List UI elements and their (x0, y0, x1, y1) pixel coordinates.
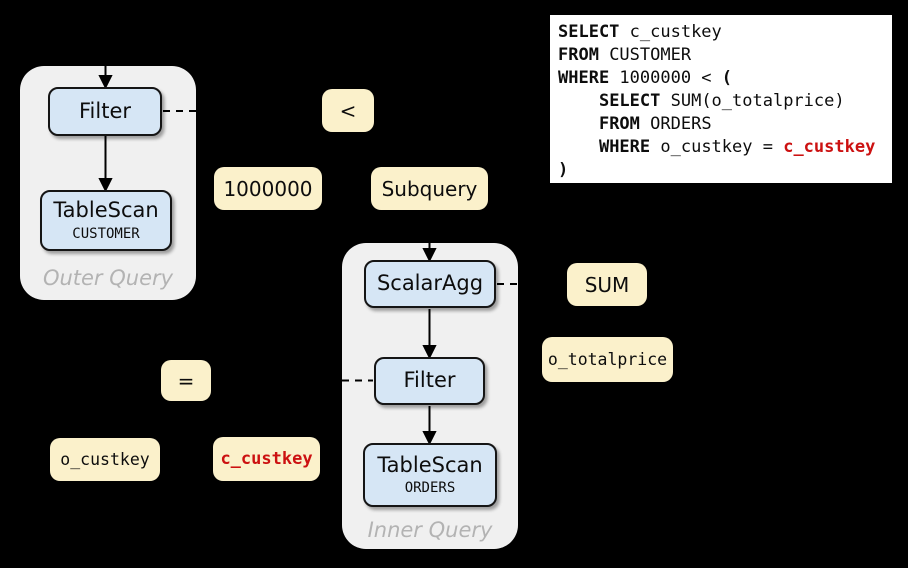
node-inner-filter-label: Filter (403, 368, 456, 393)
sql-text: c_custkey (619, 22, 722, 42)
sql-text: SUM(o_totalprice) (660, 91, 845, 111)
column-c-custkey-label: c_custkey (220, 449, 313, 469)
column-o-totalprice-label: o_totalprice (547, 350, 668, 369)
node-outer-filter-label: Filter (78, 98, 131, 123)
operator-subquery-label: Subquery (381, 176, 478, 201)
sql-line: WHERE o_custkey = c_custkey (558, 136, 886, 159)
sql-keyword: WHERE (598, 137, 651, 157)
column-c-custkey: c_custkey (213, 437, 320, 481)
column-o-custkey: o_custkey (50, 438, 160, 481)
sql-text: o_custkey = (650, 137, 784, 157)
sql-paren: ( (721, 68, 733, 88)
sql-keyword: WHERE (558, 68, 610, 88)
sql-paren: ) (558, 160, 569, 180)
sql-line: FROM ORDERS (558, 113, 886, 136)
constant-1000000: 1000000 (214, 167, 322, 210)
node-tablescan-orders: TableScan ORDERS (363, 443, 497, 507)
column-o-totalprice: o_totalprice (542, 337, 673, 382)
sql-indent (558, 137, 599, 157)
operator-less-than-label: < (339, 98, 357, 123)
operator-sum-label: SUM (584, 272, 630, 297)
sql-line: SELECT SUM(o_totalprice) (558, 90, 886, 113)
node-tablescan-orders-table: ORDERS (404, 480, 456, 497)
node-scalaragg: ScalarAgg (364, 260, 496, 308)
sql-line: WHERE 1000000 < ( (558, 67, 886, 90)
sql-indent (558, 91, 599, 111)
outer-query-group-label: Outer Query (42, 266, 174, 290)
node-tablescan-customer: TableScan CUSTOMER (40, 190, 172, 251)
node-tablescan-customer-table: CUSTOMER (72, 225, 140, 242)
node-scalaragg-label: ScalarAgg (376, 271, 484, 296)
constant-1000000-label: 1000000 (223, 176, 313, 201)
sql-line: FROM CUSTOMER (558, 44, 886, 67)
sql-line: ) (558, 159, 886, 182)
column-o-custkey-label: o_custkey (60, 450, 150, 469)
inner-query-group-label: Inner Query (367, 518, 493, 542)
sql-text: CUSTOMER (598, 45, 692, 65)
sql-line: SELECT c_custkey (558, 21, 886, 44)
operator-less-than: < (322, 89, 374, 132)
sql-indent (558, 114, 599, 134)
node-outer-filter: Filter (48, 87, 162, 136)
sql-text: 1000000 < (609, 68, 722, 88)
sql-text: ORDERS (639, 114, 712, 134)
node-tablescan-orders-label: TableScan (377, 452, 483, 477)
node-tablescan-customer-label: TableScan (53, 198, 159, 223)
operator-equals: = (161, 360, 211, 401)
operator-equals-label: = (177, 368, 195, 393)
sql-keyword: FROM (558, 45, 599, 65)
operator-sum: SUM (567, 263, 647, 306)
sql-panel: SELECT c_custkey FROM CUSTOMER WHERE 100… (548, 13, 894, 185)
sql-keyword: SELECT (558, 22, 620, 42)
node-inner-filter: Filter (374, 357, 485, 405)
sql-correlated-column: c_custkey (783, 137, 876, 157)
sql-keyword: SELECT (598, 91, 661, 111)
operator-subquery: Subquery (371, 167, 488, 210)
sql-keyword: FROM (598, 114, 640, 134)
